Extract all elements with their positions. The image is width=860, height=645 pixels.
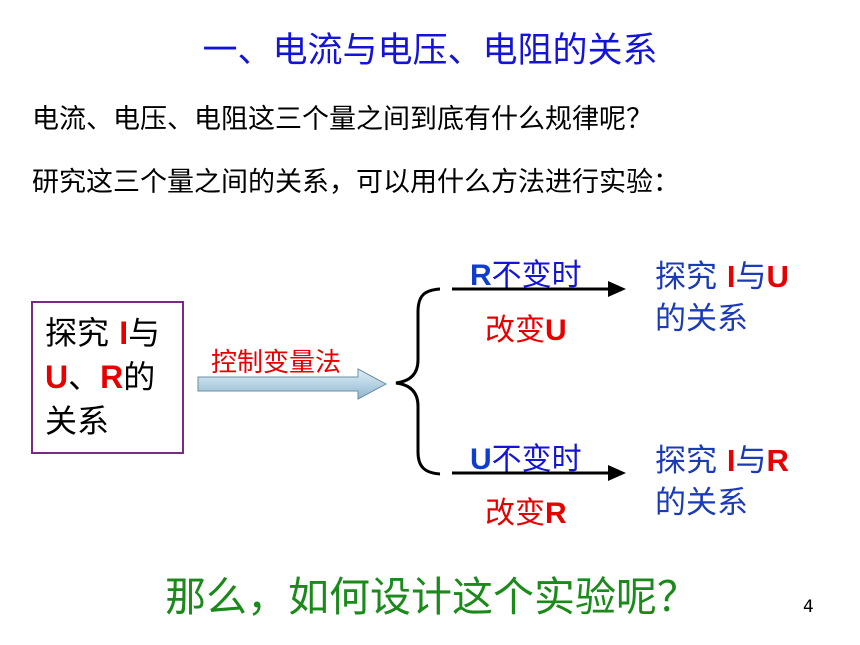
top-result-var: U	[766, 259, 789, 294]
box-text-explore: 探究	[45, 314, 120, 352]
top-result-explore: 探究	[655, 259, 727, 295]
box-text-with: 与	[128, 314, 161, 352]
bottom-condition: U不变时	[470, 434, 582, 478]
top-change: 改变U	[485, 305, 567, 349]
top-change-var: U	[545, 314, 567, 347]
bottom-condition-text: 不变时	[491, 442, 582, 477]
curly-brace	[395, 287, 441, 476]
bottom-change-text: 改变	[485, 496, 545, 531]
bottom-result-with: 与	[735, 443, 767, 479]
bottom-result-relation: 的关系	[655, 485, 748, 521]
top-branch-arrowhead	[608, 281, 626, 297]
top-result: 探究 I与U 的关系	[655, 256, 835, 340]
box-var-i: I	[119, 315, 129, 351]
box-separator: 、	[68, 358, 101, 396]
page-number: 4	[803, 597, 814, 617]
bottom-result-var: R	[766, 443, 789, 478]
question-line-1: 电流、电压、电阻这三个量之间到底有什么规律呢？	[32, 104, 653, 135]
method-label: 控制变量法	[211, 348, 342, 378]
method-arrow	[197, 368, 388, 400]
bottom-result-i: I	[726, 443, 736, 478]
bottom-result: 探究 I与R 的关系	[655, 440, 835, 524]
top-result-with: 与	[735, 259, 767, 295]
closing-question: 那么，如何设计这个实验呢？	[165, 573, 698, 621]
top-change-text: 改变	[485, 313, 545, 348]
subject-box: 探究 I与 U、R的关系	[31, 301, 184, 454]
bottom-branch-arrowhead	[608, 465, 626, 481]
top-condition-var: R	[470, 259, 492, 292]
top-result-relation: 的关系	[655, 301, 748, 337]
bottom-change-var: R	[545, 497, 567, 530]
box-text-relation: 的关系	[45, 358, 156, 440]
bottom-condition-var: U	[470, 443, 492, 476]
box-var-r: R	[100, 359, 124, 395]
top-condition-text: 不变时	[491, 258, 582, 293]
top-condition: R不变时	[470, 250, 582, 294]
bottom-change: 改变R	[485, 488, 567, 532]
slide-title: 一、电流与电压、电阻的关系	[202, 31, 658, 71]
bottom-result-explore: 探究	[655, 443, 727, 479]
top-result-i: I	[726, 259, 736, 294]
box-var-u: U	[45, 359, 69, 395]
question-line-2: 研究这三个量之间的关系，可以用什么方法进行实验：	[32, 167, 680, 198]
